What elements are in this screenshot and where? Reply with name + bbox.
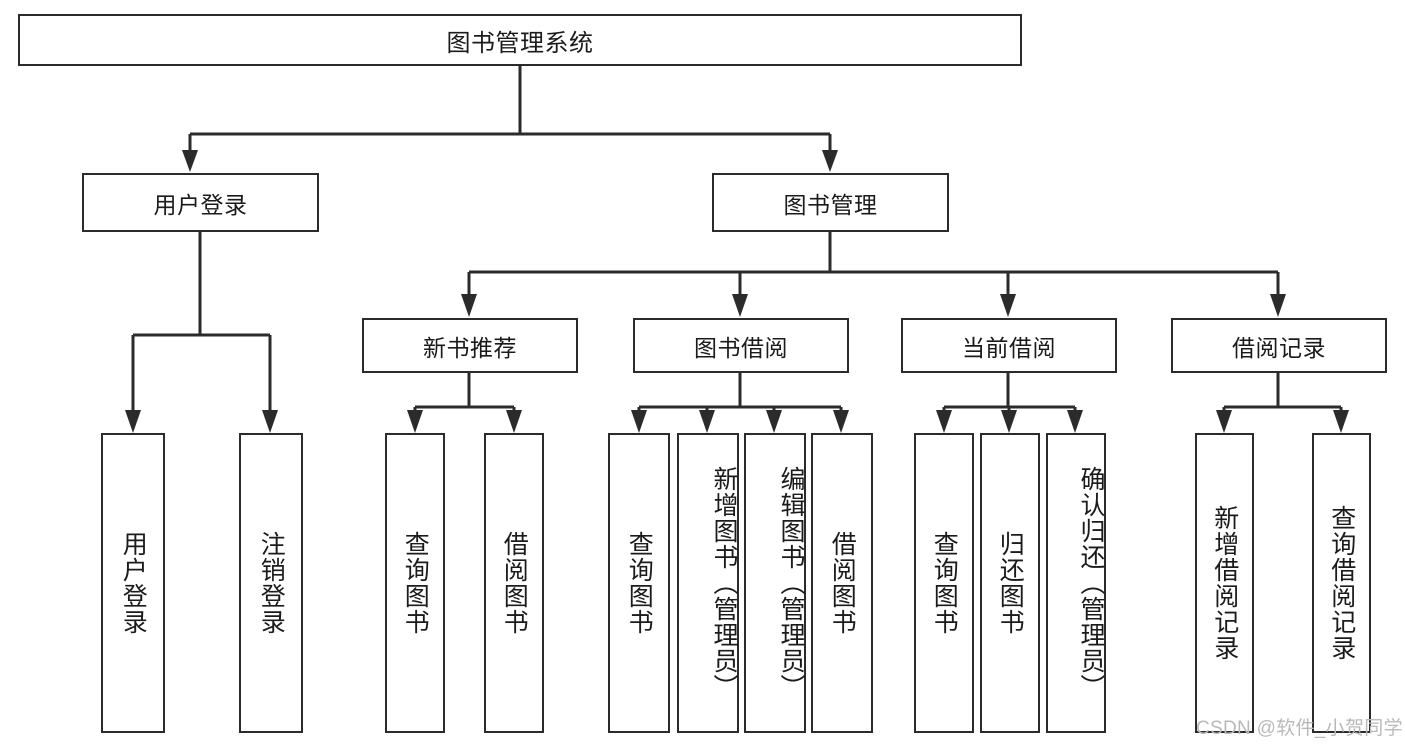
- leaf-query-book-2[interactable]: 查询图书: [608, 433, 670, 733]
- leaf-user-logout[interactable]: 注销登录: [239, 433, 303, 733]
- arrow-currentborrow-leaf-1: [936, 410, 952, 433]
- leaf-add-record[interactable]: 新增借阅记录: [1195, 433, 1254, 733]
- node-current-borrow[interactable]: 当前借阅: [901, 318, 1117, 373]
- leaf-query-book-1[interactable]: 查询图书: [385, 433, 445, 733]
- arrow-bookborrow-leaf-4: [833, 410, 849, 433]
- arrow-root-to-user-login: [182, 150, 198, 172]
- arrow-bm-to-borrow-record: [1270, 294, 1286, 317]
- leaf-confirm-return[interactable]: 确认归还（管理员）: [1046, 433, 1106, 733]
- arrow-newbook-leaf-2: [506, 410, 522, 433]
- arrow-bookborrow-leaf-1: [631, 410, 647, 433]
- arrow-borrowrecord-leaf-1: [1216, 410, 1232, 433]
- leaf-return-book[interactable]: 归还图书: [980, 433, 1040, 733]
- node-book-manage[interactable]: 图书管理: [712, 173, 949, 232]
- watermark-text: CSDN @软件_小贺同学: [1196, 718, 1403, 739]
- arrow-currentborrow-leaf-3: [1067, 410, 1083, 433]
- node-user-login[interactable]: 用户登录: [82, 173, 319, 232]
- arrow-bookborrow-leaf-2: [699, 410, 715, 433]
- arrow-newbook-leaf-1: [407, 410, 423, 433]
- arrow-bookborrow-leaf-3: [766, 410, 782, 433]
- leaf-query-book-3[interactable]: 查询图书: [914, 433, 974, 733]
- arrow-user-login-leaf-2: [262, 410, 278, 433]
- leaf-query-record[interactable]: 查询借阅记录: [1312, 433, 1371, 733]
- node-borrow-record[interactable]: 借阅记录: [1171, 318, 1387, 373]
- arrow-bm-to-new-book: [461, 294, 477, 317]
- leaf-borrow-book-1[interactable]: 借阅图书: [484, 433, 544, 733]
- node-new-book-recommend[interactable]: 新书推荐: [362, 318, 578, 373]
- leaf-edit-book[interactable]: 编辑图书（管理员）: [744, 433, 806, 733]
- arrow-borrowrecord-leaf-2: [1333, 410, 1349, 433]
- arrow-currentborrow-leaf-2: [1001, 410, 1017, 433]
- leaf-borrow-book-2[interactable]: 借阅图书: [811, 433, 873, 733]
- leaf-add-book[interactable]: 新增图书（管理员）: [677, 433, 739, 733]
- arrow-user-login-leaf-1: [125, 410, 141, 433]
- arrow-bm-to-current-borrow: [1000, 294, 1016, 317]
- node-root[interactable]: 图书管理系统: [18, 14, 1022, 66]
- arrow-bm-to-book-borrow: [732, 294, 748, 317]
- leaf-user-login[interactable]: 用户登录: [101, 433, 165, 733]
- node-book-borrow[interactable]: 图书借阅: [633, 318, 849, 373]
- arrow-root-to-book-manage: [822, 150, 838, 172]
